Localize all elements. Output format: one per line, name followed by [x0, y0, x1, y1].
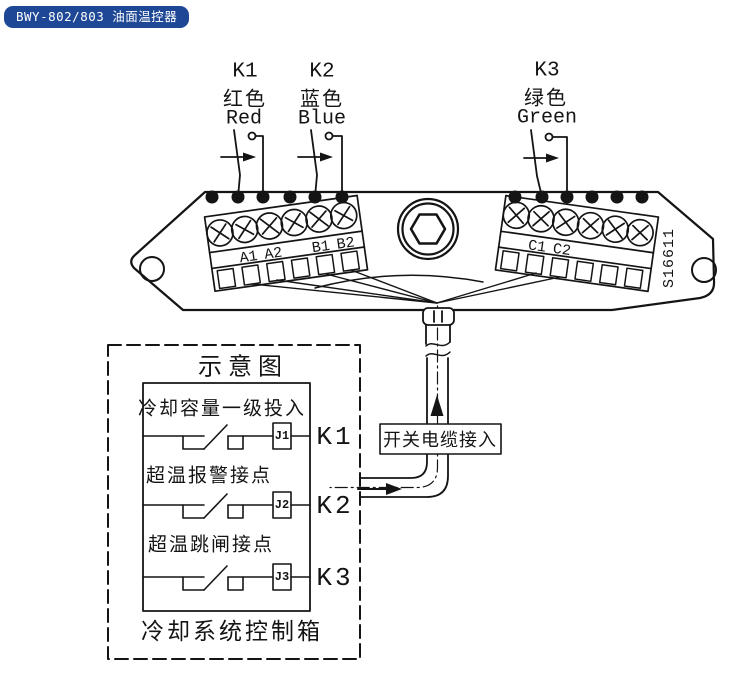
- switch-k1-color-cn: 红色: [223, 86, 267, 111]
- row2-description: 超温报警接点: [145, 464, 273, 487]
- cable-centerline: [329, 305, 439, 489]
- terminal-slots-right: [499, 250, 644, 290]
- terminal-block-left: A1 A2 B1 B2: [203, 194, 369, 293]
- serial-number: S16611: [661, 228, 678, 288]
- cable-direction-arrow-right: [357, 483, 402, 495]
- output-k3-label: K3: [316, 563, 354, 593]
- contact-row-k2: [142, 491, 311, 519]
- sensor-head-plate: S16611: [130, 190, 717, 312]
- screw-terminals-right: [502, 201, 654, 247]
- mounting-hole-left: [139, 256, 165, 282]
- switch-k2-color-en: Blue: [297, 107, 347, 131]
- terminal-label-b2: B2: [336, 234, 356, 253]
- schematic-dashed-box: [107, 344, 361, 660]
- control-box-inner: [142, 382, 311, 612]
- contact-row-k3: [142, 563, 311, 591]
- switch-k3-label: K3: [534, 59, 560, 83]
- contact-row-k1: [142, 422, 311, 450]
- screw-terminals-left: [206, 201, 358, 247]
- terminal-block-right: C1 C2: [494, 194, 660, 293]
- mounting-hole-right: [691, 257, 717, 283]
- relay-j2-label: J2: [274, 498, 290, 512]
- switch-k1-label: K1: [232, 60, 258, 84]
- row1-description: 冷却容量一级投入: [137, 397, 307, 420]
- switch-k2-label: K2: [309, 60, 335, 84]
- cable-break: [425, 341, 451, 357]
- terminal-label-a2: A2: [263, 245, 283, 264]
- control-box-label: 冷却系统控制箱: [141, 619, 323, 645]
- switch-k1-color-en: Red: [225, 107, 263, 131]
- plate-outline: [130, 190, 716, 312]
- cable-gland: [422, 307, 455, 357]
- output-k2-label: K2: [316, 491, 354, 521]
- terminal-label-a1: A1: [239, 248, 259, 267]
- model-badge: BWY-802/803 油面温控器: [4, 6, 190, 28]
- output-k1-label: K1: [316, 422, 354, 452]
- switch-symbol-k2: [297, 129, 343, 198]
- schematic-title: 示意图: [198, 352, 288, 381]
- cable-direction-arrow-up: [430, 395, 444, 416]
- cable-entry-label: 开关电缆接入: [383, 430, 497, 451]
- switch-cable: [359, 357, 449, 498]
- switch-symbol-k3: [523, 129, 568, 198]
- switch-k2-color-cn: 蓝色: [300, 86, 344, 111]
- cable-label-box: [379, 423, 502, 455]
- plate-center-arc: [314, 274, 484, 289]
- relay-j3-label: J3: [274, 570, 290, 584]
- terminal-wires: [251, 269, 561, 304]
- switch-symbol-k1: [220, 129, 264, 198]
- relay-j1-label: J1: [274, 429, 290, 443]
- switch-k3-color-cn: 绿色: [524, 85, 568, 110]
- row3-description: 超温跳闸接点: [147, 533, 275, 556]
- terminal-label-c1: C1: [527, 237, 547, 256]
- switch-k3-color-en: Green: [516, 106, 578, 130]
- center-bolt: [396, 197, 460, 261]
- terminal-label-c2: C2: [552, 241, 572, 260]
- terminal-label-b1: B1: [311, 238, 331, 257]
